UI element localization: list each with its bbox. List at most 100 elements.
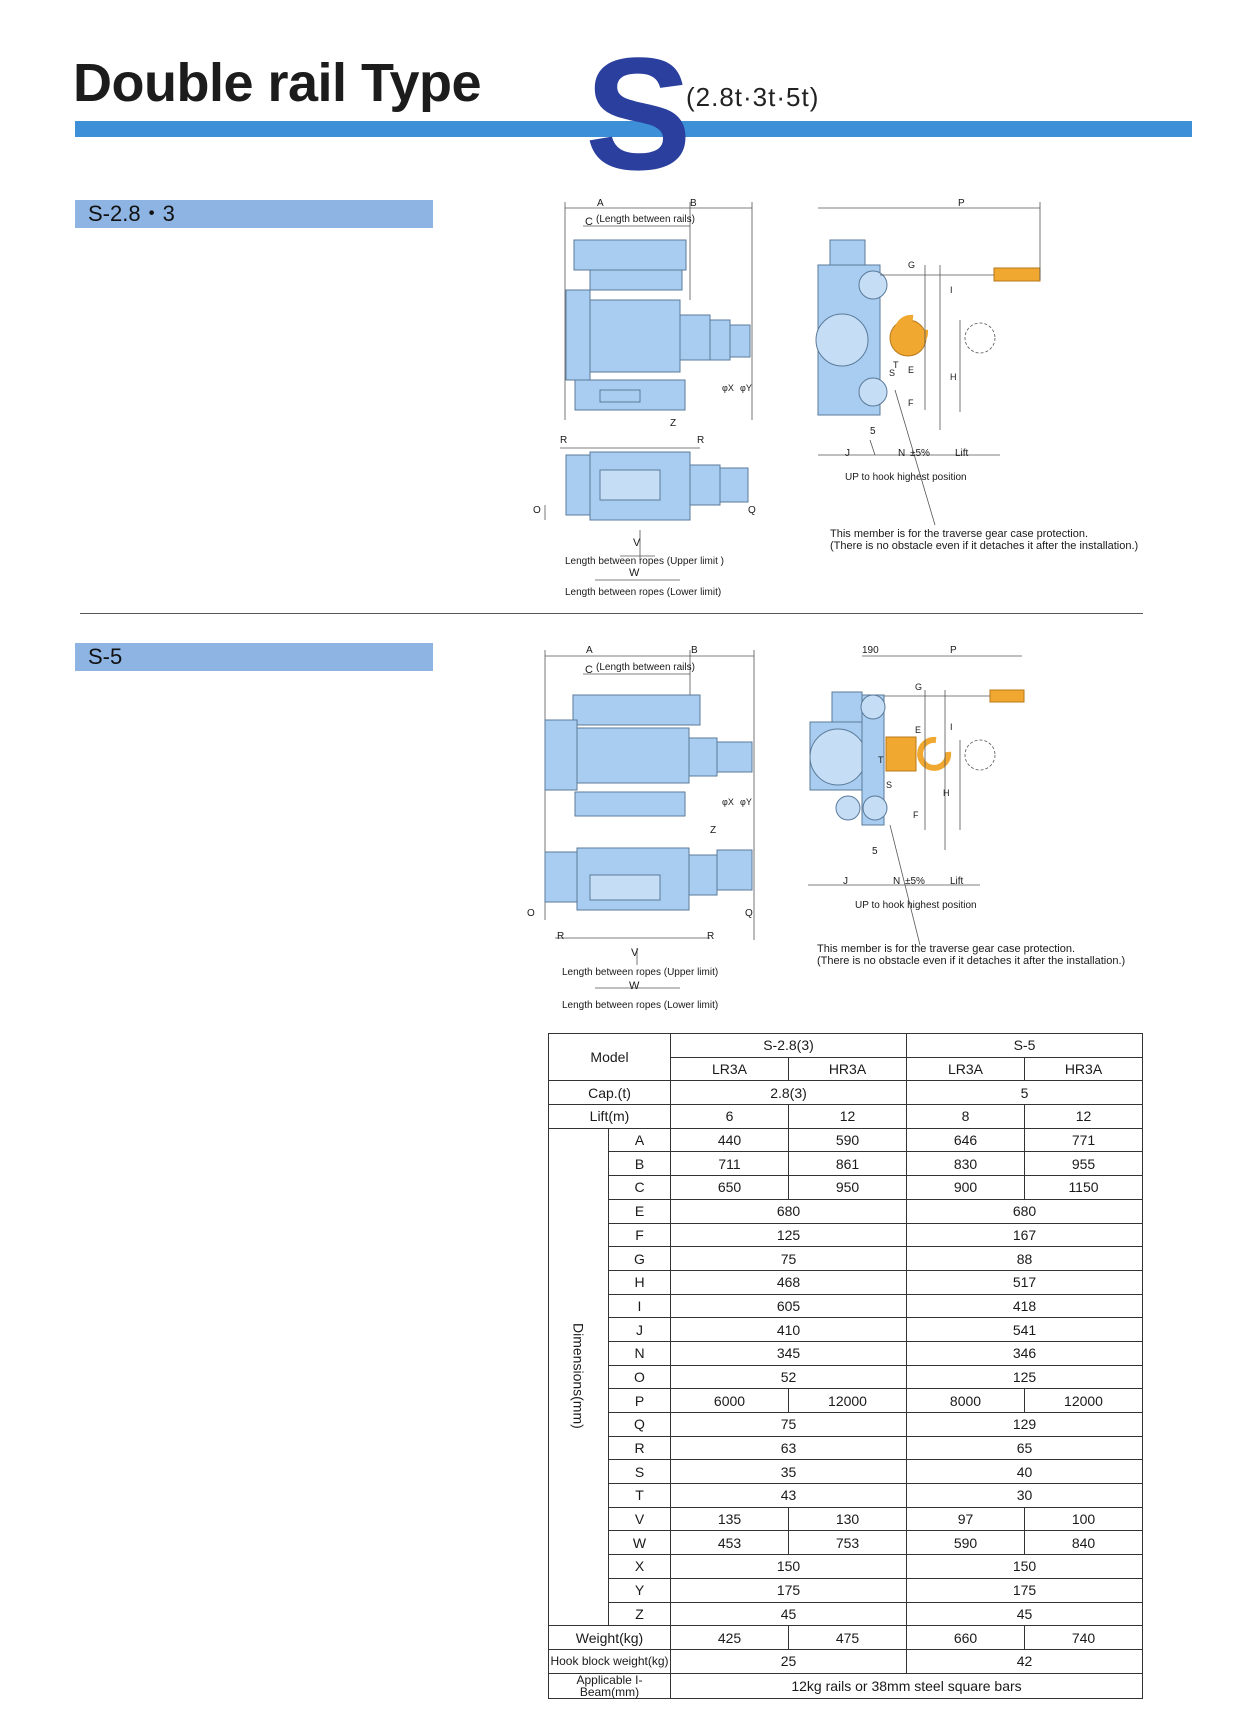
section-label-s5: S-5 <box>75 643 433 671</box>
member-note-2: (There is no obstacle even if it detache… <box>830 540 1139 552</box>
dimension-value: 130 <box>788 1506 907 1532</box>
dim-c-note: (Length between rails) <box>596 214 695 225</box>
lift-value: 12 <box>788 1104 907 1129</box>
s28-top-view <box>565 239 751 411</box>
dimension-value: 12000 <box>788 1388 907 1413</box>
s5-member-note-1: This member is for the traverse gear cas… <box>817 943 1075 955</box>
dim-z-label: Z <box>670 418 677 429</box>
s5-dim-lift-label: Lift <box>950 876 964 887</box>
s5-side-view <box>809 691 888 826</box>
s5-dim-j-label: J <box>843 876 848 887</box>
page-title: Double rail Type <box>73 53 482 113</box>
dimension-value: 771 <box>1024 1127 1143 1153</box>
dimension-value: 418 <box>906 1293 1143 1319</box>
dimension-value: 646 <box>906 1127 1025 1153</box>
s5-dim-v-label: V <box>631 947 639 959</box>
table-row: Model S-2.8(3) S-5 <box>548 1032 1143 1082</box>
dimension-key: X <box>608 1554 671 1579</box>
dim-c-label: C <box>585 216 593 228</box>
dimension-value: 468 <box>670 1269 907 1295</box>
dimension-value: 45 <box>670 1601 907 1627</box>
dimension-value: 1150 <box>1024 1175 1143 1200</box>
s5-dim-b-label: B <box>691 645 698 656</box>
dimension-value: 345 <box>670 1340 907 1366</box>
dim-o-label: O <box>533 505 541 516</box>
dimension-value: 900 <box>906 1175 1025 1200</box>
dim-w-note: Length between ropes (Lower limit) <box>565 587 722 598</box>
dimension-key: Y <box>608 1577 671 1603</box>
dimension-key: Z <box>608 1601 671 1627</box>
dim-v-note: Length between ropes (Upper limit ) <box>565 556 724 567</box>
dimension-value: 650 <box>670 1175 789 1200</box>
s5-dim-o-label: O <box>527 908 535 919</box>
dimension-value: 135 <box>670 1506 789 1532</box>
dimension-key: S <box>608 1459 671 1485</box>
s5-dim-x-label: φX <box>722 797 734 807</box>
cap-value: 5 <box>906 1080 1143 1106</box>
model-label: Model <box>548 1032 671 1082</box>
beam-label: Applicable I-Beam(mm) <box>548 1672 671 1699</box>
s5-up-note: UP to hook highest position <box>855 900 977 911</box>
s5-dim-z-label: Z <box>710 825 717 836</box>
dim-a-label: A <box>597 198 604 209</box>
dim-y-label: φY <box>740 383 752 393</box>
s28-bottom-view <box>565 451 749 521</box>
group-s5: S-5 <box>906 1033 1143 1058</box>
dimension-value: 30 <box>906 1483 1143 1508</box>
s5-dim-r-label-left: R <box>557 931 565 942</box>
lift-value: 6 <box>670 1104 789 1129</box>
dim-lift-label: Lift <box>955 448 969 459</box>
dimensions-label-text: Dimensions(mm) <box>570 1323 587 1429</box>
dimension-value: 150 <box>906 1554 1143 1579</box>
dimension-value: 453 <box>670 1530 789 1556</box>
spec-table: Model S-2.8(3) S-5 LR3A HR3A LR3A HR3A C… <box>548 1032 1143 1699</box>
table-row: LR3A HR3A LR3A HR3A <box>549 1056 1143 1082</box>
s5-dim-v-note: Length between ropes (Upper limit) <box>562 967 719 978</box>
cap-label: Cap.(t) <box>548 1080 671 1106</box>
dimension-value: 35 <box>670 1459 907 1485</box>
weight-label: Weight(kg) <box>548 1625 671 1650</box>
dimension-key: R <box>608 1435 671 1461</box>
s5-dim-a-label: A <box>586 645 593 656</box>
dim-w-label: W <box>629 567 640 579</box>
dim-f-label: F <box>908 398 914 408</box>
dim-j-label: J <box>845 448 850 459</box>
dimension-key: T <box>608 1483 671 1508</box>
dimension-value: 541 <box>906 1317 1143 1342</box>
dimension-value: 680 <box>906 1198 1143 1224</box>
weight-value: 660 <box>906 1625 1025 1650</box>
dimension-value: 830 <box>906 1151 1025 1177</box>
dimension-value: 680 <box>670 1198 907 1224</box>
sub-header: HR3A <box>788 1056 907 1082</box>
dimension-value: 97 <box>906 1506 1025 1532</box>
dimension-value: 65 <box>906 1435 1143 1461</box>
dimension-key: H <box>608 1269 671 1295</box>
s5-dim-190-label: 190 <box>862 645 879 656</box>
dimension-value: 517 <box>906 1269 1143 1295</box>
lift-label: Lift(m) <box>548 1104 671 1129</box>
s28-side-view <box>815 239 888 416</box>
s5-dim-w-label: W <box>629 980 640 992</box>
dimension-key: A <box>608 1127 671 1153</box>
dim-r-label-left: R <box>560 435 568 446</box>
dim-t-label: T <box>893 360 899 370</box>
s5-dim-g-label: G <box>915 682 923 692</box>
dimension-value: 590 <box>906 1530 1025 1556</box>
section-divider <box>80 613 1143 614</box>
dimension-key: C <box>608 1175 671 1200</box>
s5-dim-n-label: N <box>893 876 901 887</box>
dimension-value: 167 <box>906 1222 1143 1248</box>
dim-v-label: V <box>633 537 641 549</box>
